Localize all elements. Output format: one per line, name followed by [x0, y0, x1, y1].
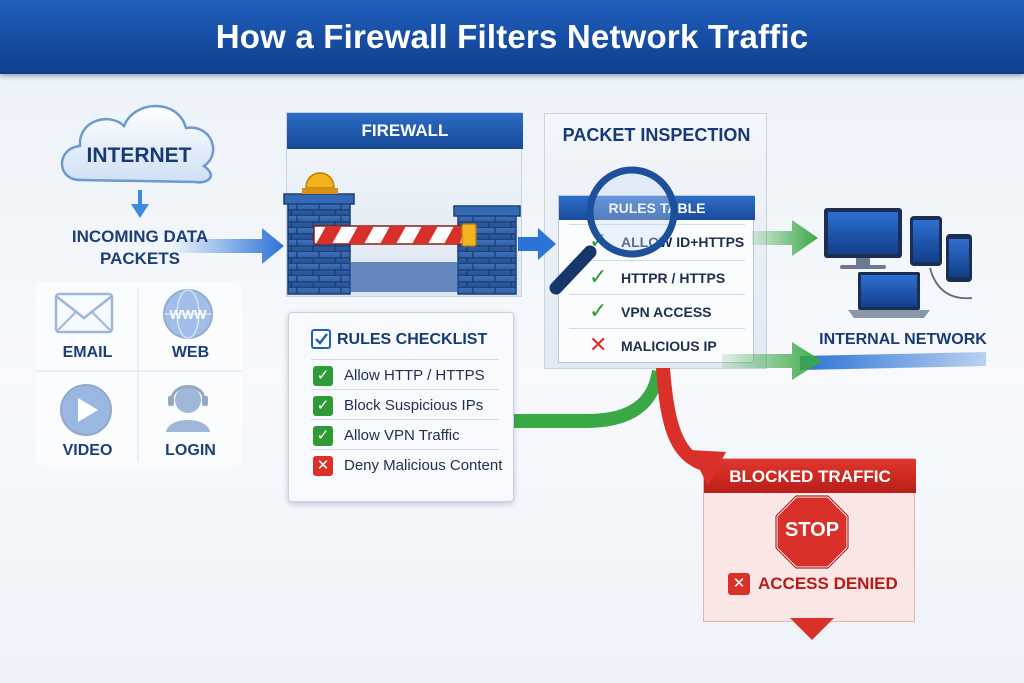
internal-network-label: INTERNAL NETWORK [819, 331, 987, 348]
phone-icon [946, 234, 972, 282]
rules-table-row: ✓ VPN ACCESS [569, 294, 745, 328]
firewall-panel: FIREWALL [286, 112, 523, 297]
rules-table-row: ✕ MALICIOUS IP [569, 328, 745, 362]
tablet-icon [910, 216, 942, 266]
stop-sign-text: STOP [784, 519, 840, 541]
checklist-row: ✓ Block Suspicious IPs [311, 389, 499, 419]
rules-table-row: ✓ ALLOW ID+HTTPS [569, 224, 745, 258]
rules-table-card: RULES TABLE ✓ ALLOW ID+HTTPS ✓ HTTPR / H… [558, 195, 755, 363]
checklist-row: ✕ Deny Malicious Content [311, 449, 503, 479]
checklist-checkbox-icon [311, 329, 331, 349]
checklist-rule-text: Block Suspicious IPs [344, 397, 484, 414]
service-email: EMAIL [36, 282, 139, 375]
down-arrow-icon [131, 190, 149, 218]
check-icon: ✓ [313, 426, 333, 446]
service-web-label: WEB [171, 344, 210, 361]
blocked-path-arrow [656, 368, 834, 640]
x-icon: ✕ [728, 573, 750, 595]
magnifier-icon [549, 166, 678, 295]
service-video: VIDEO [36, 380, 139, 473]
packet-inspection-header: PACKET INSPECTION [562, 125, 751, 145]
firewall-header: FIREWALL [287, 113, 523, 149]
barrier-gate-icon [313, 223, 477, 247]
title-banner: How a Firewall Filters Network Traffic [0, 0, 1024, 74]
access-denied-text: ACCESS DENIED [758, 574, 898, 593]
checklist-rule-text: Deny Malicious Content [344, 457, 503, 474]
service-types-grid: EMAIL WEB VIDEO LOGIN [36, 282, 242, 468]
rules-table-text: VPN ACCESS [621, 304, 712, 320]
firewall-wall-icon [283, 193, 521, 295]
checklist-rule-text: Allow VPN Traffic [344, 427, 460, 444]
incoming-label-line1: INCOMING DATA [71, 227, 209, 246]
check-icon: ✓ [313, 366, 333, 386]
checklist-row: ✓ Allow HTTP / HTTPS [311, 359, 499, 389]
rules-table-text: ALLOW ID+HTTPS [621, 234, 745, 250]
packet-inspection-panel: PACKET INSPECTION [544, 113, 767, 369]
checklist-row: ✓ Allow VPN Traffic [311, 419, 499, 449]
service-video-label: VIDEO [62, 442, 113, 459]
blocked-traffic-header: BLOCKED TRAFFIC [704, 459, 916, 493]
x-icon: ✕ [589, 332, 608, 357]
rules-table-text: HTTPR / HTTPS [621, 270, 726, 286]
incoming-packets-label: INCOMING DATA PACKETS [50, 226, 230, 270]
incoming-label-line2: PACKETS [100, 249, 180, 268]
internet-label: INTERNET [86, 144, 192, 167]
service-login-label: LOGIN [165, 442, 216, 459]
check-icon: ✓ [313, 396, 333, 416]
allowed-arrow-top [752, 220, 818, 256]
page-title: How a Firewall Filters Network Traffic [215, 18, 809, 55]
service-login: LOGIN [139, 380, 242, 473]
internal-network-line [800, 352, 986, 370]
checklist-title: RULES CHECKLIST [337, 331, 488, 348]
rules-checklist-card: RULES CHECKLIST ✓ Allow HTTP / HTTPS ✓ B… [288, 312, 514, 502]
x-icon: ✕ [313, 456, 333, 476]
check-icon: ✓ [589, 228, 608, 253]
service-web: WEB [139, 282, 242, 375]
check-icon: ✓ [589, 264, 608, 289]
firewall-to-inspection-arrow [518, 228, 556, 260]
desktop-monitor-icon [824, 208, 902, 269]
alarm-light-icon [302, 172, 338, 194]
access-denied-row: ✕ ACCESS DENIED [728, 571, 898, 597]
rules-table-header: RULES TABLE [559, 196, 755, 220]
allowed-path-arrow [512, 342, 822, 428]
checklist-rule-text: Allow HTTP / HTTPS [344, 367, 485, 384]
service-email-label: EMAIL [62, 344, 113, 361]
laptop-icon [848, 267, 973, 318]
check-icon: ✓ [589, 298, 608, 323]
rules-table-text: MALICIOUS IP [621, 338, 717, 354]
rules-table-row: ✓ HTTPR / HTTPS [569, 260, 745, 294]
